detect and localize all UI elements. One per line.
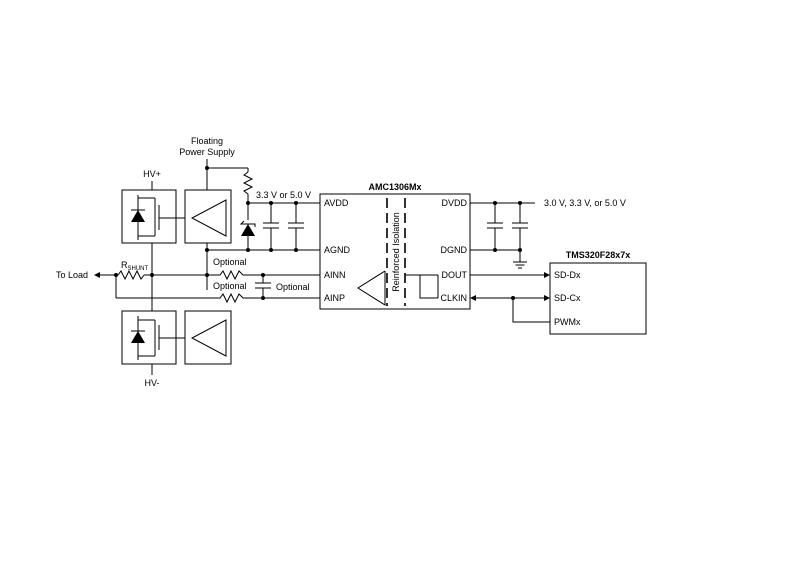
dvdd-voltage-label: 3.0 V, 3.3 V, or 5.0 V	[544, 198, 626, 208]
optional-label-1: Optional	[213, 257, 247, 267]
pin-dout: DOUT	[442, 270, 468, 280]
digital-interface	[470, 272, 550, 323]
to-load-label: To Load	[56, 270, 88, 280]
optional-label-3: Optional	[276, 282, 310, 292]
dvdd-supply-network: 3.0 V, 3.3 V, or 5.0 V	[470, 198, 626, 269]
shunt-path: To Load RSHUNT	[56, 260, 220, 299]
dout-arrow-icon	[544, 272, 550, 278]
upper-diode-icon	[131, 210, 145, 222]
sdc-arrow-icon	[544, 295, 550, 301]
ainn-resistor	[215, 269, 248, 281]
modulator-triangle-icon	[357, 270, 386, 306]
buffer-triangle-icon	[190, 199, 227, 237]
upper-power-switch: HV+	[121, 169, 185, 275]
clkin-arrow-icon	[470, 295, 476, 301]
pin-agnd: AGND	[324, 245, 351, 255]
mcu-pin-sd-cx: SD-Cx	[554, 293, 581, 303]
zener-diode-icon	[241, 224, 255, 236]
pin-ainp: AINP	[324, 293, 345, 303]
lower-power-switch: HV-	[121, 275, 232, 388]
ainp-resistor	[215, 292, 248, 304]
mcu-pin-pwmx: PWMx	[554, 317, 581, 327]
lower-buffer-triangle-icon	[190, 319, 227, 357]
hv-minus-label: HV-	[144, 378, 159, 388]
amc-chip-name: AMC1306Mx	[368, 182, 421, 192]
lower-diode-icon	[131, 331, 145, 343]
pin-clkin: CLKIN	[440, 293, 467, 303]
amc1306-chip: AMC1306Mx AVDD AGND AINN AINP DVDD DGND …	[319, 182, 471, 310]
pin-ainn: AINN	[324, 270, 346, 280]
isolation-label: Reinforced Isolation	[391, 212, 401, 292]
upper-switch-block	[121, 189, 177, 244]
supply-resistor	[242, 171, 254, 195]
tms320-mcu: TMS320F28x7x SD-Dx SD-Cx PWMx	[549, 250, 647, 335]
avdd-voltage-label: 3.3 V or 5.0 V	[256, 190, 311, 200]
load-arrow-icon	[94, 272, 100, 278]
mcu-pin-sd-dx: SD-Dx	[554, 270, 581, 280]
supply-label-line2: Power Supply	[179, 147, 235, 157]
input-filter: Optional Optional Optional	[213, 257, 320, 304]
hv-plus-label: HV+	[143, 169, 161, 179]
shunt-resistor	[117, 269, 145, 281]
mcu-body	[549, 262, 647, 335]
amc-chip-body	[319, 193, 471, 310]
shunt-label: RSHUNT	[121, 260, 149, 272]
optional-label-2: Optional	[213, 281, 247, 291]
mcu-name: TMS320F28x7x	[566, 250, 631, 260]
avdd-supply-network: 3.3 V or 5.0 V	[207, 168, 320, 252]
supply-label-line1: Floating	[191, 136, 223, 146]
pin-dvdd: DVDD	[441, 198, 467, 208]
pin-dgnd: DGND	[441, 245, 468, 255]
pin-avdd: AVDD	[324, 198, 349, 208]
